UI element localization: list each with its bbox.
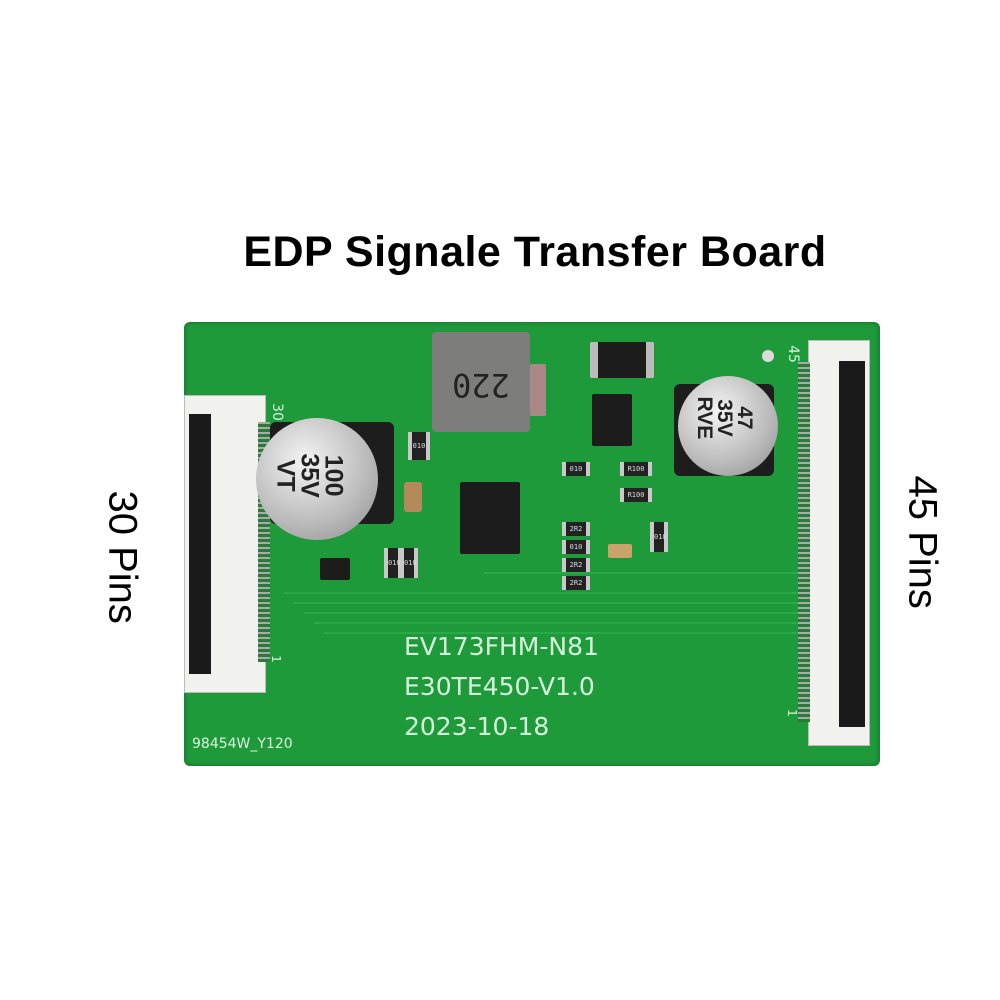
diode (590, 342, 654, 378)
small-chip (320, 558, 350, 580)
30-pin-connector (184, 395, 266, 693)
right-pin-bottom-label: 1 (784, 709, 799, 717)
ic-chip (460, 482, 520, 554)
resistor: 2R2 (562, 522, 590, 536)
left-pin-bottom-label: 1 (268, 655, 283, 663)
silk-code: 98454W_Y120 (192, 736, 293, 752)
resistor: 010 (562, 540, 590, 554)
45-pin-connector (808, 340, 870, 746)
resistor: 010 (562, 462, 590, 476)
capacitor-100uf (256, 418, 378, 540)
inductor: 220 (432, 332, 530, 432)
right-pin-count-label: 45 Pins (900, 475, 945, 609)
left-pin-top-label: 30 (268, 403, 285, 421)
resistor: R100 (620, 462, 652, 476)
right-pin-top-label: 45 (784, 345, 801, 363)
resistor: 010 (408, 432, 430, 460)
resistor: 2R2 (562, 558, 590, 572)
silk-date: 2023-10-18 (404, 712, 550, 741)
resistor: 010 (400, 548, 418, 578)
silk-version: E30TE450-V1.0 (404, 672, 595, 701)
capacitor-47uf (678, 376, 778, 476)
resistor: 010 (650, 522, 668, 552)
silk-model: EV173FHM-N81 (404, 632, 599, 661)
page-title: EDP Signale Transfer Board (243, 228, 827, 276)
left-pin-count-label: 30 Pins (100, 490, 145, 624)
resistor: R100 (620, 488, 652, 502)
resistor: 2R2 (562, 576, 590, 590)
mosfet-chip (592, 394, 632, 446)
